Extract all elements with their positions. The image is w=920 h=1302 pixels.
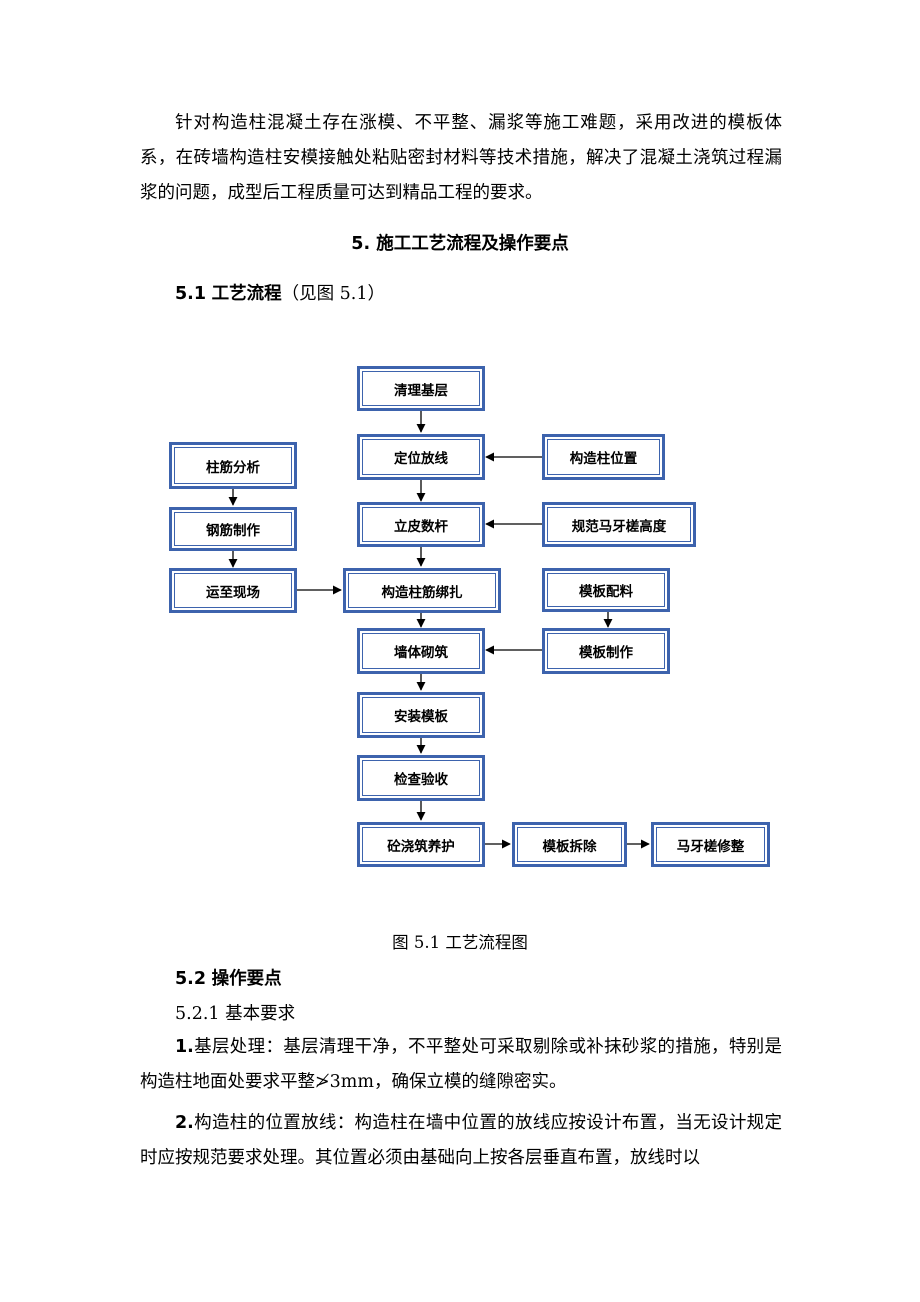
section-5-1-ref: （见图 5.1） [281, 284, 385, 304]
section-5-2-number: 5.2 [175, 969, 207, 989]
box-yunzhi-xianchang: 运至现场 [169, 568, 297, 613]
box-gouzaozhu-bangzha: 构造柱筋绑扎 [343, 568, 501, 613]
box-guifan-mayacha: 规范马牙槎高度 [542, 502, 696, 547]
section-5-2-title: 操作要点 [211, 969, 282, 989]
box-muban-chaichu: 模板拆除 [512, 822, 627, 867]
box-gouzaozhu-weizhi: 构造柱位置 [542, 434, 665, 480]
item-2-number: 2. [175, 1113, 194, 1133]
section-5-2-1-heading: 5.2.1 基本要求 [175, 1004, 296, 1024]
box-qiangti-qizhu: 墙体砌筑 [357, 628, 485, 674]
section-5-1-number: 5.1 [175, 284, 207, 304]
item-1-text: 基层处理：基层清理干净，不平整处可采取剔除或补抹砂浆的措施，特别是构造柱地面处要… [140, 1037, 782, 1092]
item-1-number: 1. [175, 1037, 194, 1057]
box-jiancha-yanshou: 检查验收 [357, 755, 485, 801]
box-muban-zhizuo: 模板制作 [542, 628, 670, 674]
section-5-1-title: 工艺流程 [211, 284, 282, 304]
box-qingli-jiceng: 清理基层 [357, 366, 485, 411]
box-mayacha-xiuzheng: 马牙槎修整 [651, 822, 770, 867]
box-gangjin-zhizuo: 钢筋制作 [169, 507, 297, 551]
figure-caption: 图 5.1 工艺流程图 [392, 933, 528, 952]
box-muban-peiliao: 模板配料 [542, 568, 670, 612]
box-jiaozhu-yanghu: 砼浇筑养护 [357, 822, 485, 867]
item-2-text: 构造柱的位置放线：构造柱在墙中位置的放线应按设计布置，当无设计规定时应按规范要求… [140, 1113, 782, 1168]
section-5-1-heading: 5.1 工艺流程（见图 5.1） [175, 281, 385, 307]
item-1-paragraph: 1.基层处理：基层清理干净，不平整处可采取剔除或补抹砂浆的措施，特别是构造柱地面… [140, 1030, 782, 1100]
section-5-heading: 5. 施工工艺流程及操作要点 [351, 234, 569, 254]
intro-paragraph: 针对构造柱混凝土存在涨模、不平整、漏浆等施工难题，采用改进的模板体系，在砖墙构造… [140, 113, 782, 203]
section-5-2-heading: 5.2 操作要点 [175, 966, 282, 992]
box-dingwei-fangxian: 定位放线 [357, 434, 485, 480]
box-lipi-shugan: 立皮数杆 [357, 502, 485, 547]
item-2-paragraph: 2.构造柱的位置放线：构造柱在墙中位置的放线应按设计布置，当无设计规定时应按规范… [140, 1106, 782, 1176]
box-zhujin-fenxi: 柱筋分析 [169, 442, 297, 489]
box-anzhuang-muban: 安装模板 [357, 692, 485, 738]
